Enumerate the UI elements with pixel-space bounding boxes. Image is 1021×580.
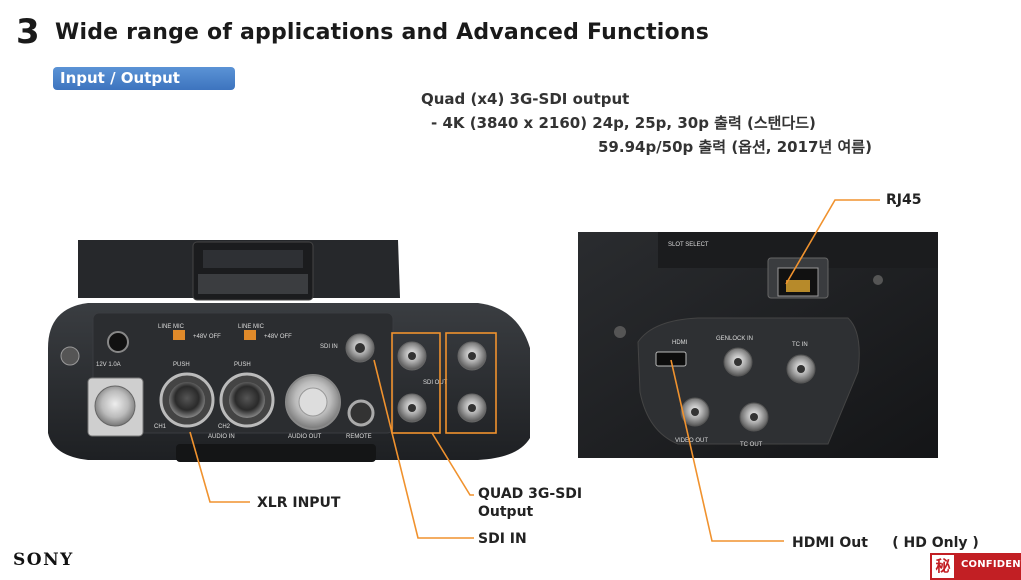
ch2-label: CH2 [218,424,231,430]
callout-hdmi-out: HDMI Out ( HD Only ) [792,535,979,551]
camera-side-panel-photo: SLOT SELECT HDMI GENLOCK IN TC IN VIDEO … [578,232,938,458]
confidential-text: CONFIDENTIAL [961,559,1021,570]
genlock-in-label: GENLOCK IN [716,336,753,342]
line-mic-label-1: LINE MIC [158,324,185,330]
confidential-seal-icon: 秘 [930,553,956,580]
section-label: Input / Output [53,67,235,90]
callout-sdi-in: SDI IN [478,531,527,547]
line-mic-label-2: LINE MIC [238,324,265,330]
camera-rear-panel-photo: LINE MIC LINE MIC +48V OFF +48V OFF 12V … [48,240,530,462]
slide-number: 3 [16,12,40,52]
sony-logo: SONY [13,550,74,570]
slot-select-label: SLOT SELECT [668,242,709,248]
phantom-label-1: +48V OFF [193,334,221,340]
tc-in-label: TC IN [792,342,808,348]
remote-label: REMOTE [346,434,372,440]
audio-out-label: AUDIO OUT [288,434,322,440]
description-line-1: Quad (x4) 3G-SDI output [421,90,630,108]
ch1-label: CH1 [154,424,167,430]
push-label-1: PUSH [173,362,190,368]
callout-quad-sdi: QUAD 3G-SDI [478,486,583,502]
phantom-label-2: +48V OFF [264,334,292,340]
description-line-2: - 4K (3840 x 2160) 24p, 25p, 30p 출력 (스탠다… [431,114,816,132]
dc-label: 12V 1.0A [96,362,121,368]
tc-out-label: TC OUT [740,442,763,448]
callout-rj45: RJ45 [886,192,922,208]
slide-title: Wide range of applications and Advanced … [55,20,709,45]
callout-xlr-input: XLR INPUT [257,495,341,511]
video-out-label: VIDEO OUT [675,438,708,444]
confidential-badge: 秘 CONFIDENTIAL [930,553,1021,580]
callout-quad-sdi-output: Output [478,504,534,520]
hdmi-panel-label: HDMI [672,340,688,346]
audio-in-label: AUDIO IN [208,434,235,440]
sdi-in-panel-label: SDI IN [320,344,338,350]
description-line-3: 59.94p/50p 출력 (옵션, 2017년 여름) [598,138,872,156]
push-label-2: PUSH [234,362,251,368]
sdi-out-panel-label: SDI OUT [423,380,448,386]
